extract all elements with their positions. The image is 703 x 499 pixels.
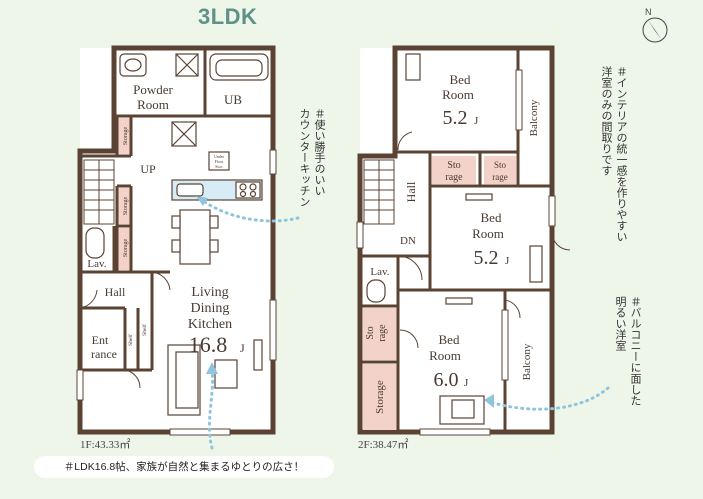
floor1-area: 1F:43.33㎡ [80,439,131,451]
f2-lav-label: Lav. [370,266,389,278]
f2-storage-a-fill [432,156,476,184]
kitchen-note: ＃使い勝手のいい カウンターキッチン [298,108,325,207]
pointer-arrows [196,196,494,408]
f2-balcony1-label: Balcony [528,99,540,136]
f2-bed1-label-2: Room [442,87,474,102]
f1-powder-room-label-2: Room [137,97,169,112]
f2-bed2-unit: J [505,255,510,267]
f2-bed3-unit: J [464,377,469,389]
f2-stairs [363,159,395,225]
f2-hall-label: Hall [404,181,418,202]
f1-entrance-label-2: rance [91,347,117,361]
f1-shelf-a-label: Shelf [127,334,134,346]
ldk-arrow [206,362,218,374]
f2-labels: Bed Room 5.2 J Balcony Sto rage Sto rage… [365,72,540,414]
f1-ldk-unit: J [240,341,245,355]
interior-note: ＃インテリアの統一感を作りやすい 洋室のみの間取りです [600,66,627,242]
f1-storage-b-label: Storage [123,196,129,215]
f1-storage-a-label: Storage [123,126,129,145]
f1-ldk-label-1: Living [191,285,228,300]
f1-storage-c-label: Storage [123,238,129,257]
f1-entrance-label-1: Ent [92,333,109,347]
kitchen-pointer [200,198,300,223]
pointer-lines [200,198,610,450]
f2-bed2-label-2: Room [472,226,504,241]
f1-lav-label: Lav. [87,258,106,270]
f1-fixtures [85,53,269,416]
f1-under-floor-label-3: Stor. [215,164,222,169]
f2-doors [397,131,571,349]
f2-bed1-label-1: Bed [450,72,471,87]
f2-bed1-unit: J [474,115,479,127]
ldk-note: ＃LDK16.8帖、家族が自然と集まるゆとりの広さ！ [34,456,334,478]
floor2-exterior-wall [357,45,555,435]
f2-fixtures [366,53,543,425]
f2-storage-d-fill [363,364,397,430]
floor1-interior-walls [80,48,273,372]
f2-windows [356,69,556,436]
f2-bed3-size: 6.0 [434,369,459,391]
f1-under-floor-label-1: Under [214,154,225,159]
f2-bed3-label-2: Room [429,348,461,363]
f1-ub-label: UB [224,92,242,107]
f2-storage-c-fill [363,308,397,360]
f2-storage-a-label-2: rage [445,172,463,183]
f1-labels: Powder Room UB Storage Storage Storage U… [87,82,245,361]
f1-ldk-label-2: Dining [191,301,230,316]
floor1-exterior-wall [77,45,276,435]
kitchen-arrow [196,196,208,206]
balcony-arrow [484,394,494,408]
f2-bed2-label-1: Bed [481,210,502,225]
f1-under-floor-label-2: Floor [215,159,224,164]
f1-storage-c-fill [117,228,131,270]
balcony-note: ＃バルコニーに面した 明るい洋室 [614,296,641,406]
f2-dn-label: DN [400,235,416,247]
compass-n-label: N [645,7,652,17]
f1-powder-room-label-1: Powder [133,82,173,97]
plan-title: 3LDK [198,4,258,29]
f1-shelf-b-label: Shelf [141,324,148,336]
f2-storage-a-label-1: Sto [447,160,460,171]
ldk-pointer [208,368,215,450]
f2-storage-d-label: Storage [374,380,386,414]
f1-up-label: UP [140,162,156,176]
f2-storage-b-fill [484,156,516,184]
f1-doors [79,271,171,389]
f1-hall-label: Hall [105,285,126,299]
f2-bed2-size: 5.2 [474,247,499,269]
f2-storage-c-label-1: Sto [365,326,376,339]
f2-bed3-label-1: Bed [439,332,460,347]
f2-balcony2-label: Balcony [521,343,533,380]
f2-storage-b-label-1: Sto [494,160,507,170]
f1-stairs [83,159,115,225]
f2-bed1-size: 5.2 [443,107,468,129]
floor2-area: 2F:38.47㎡ [358,439,409,451]
f1-ldk-size: 16.8 [189,332,228,357]
f1-storage-a-fill [117,118,131,154]
floor1-plan [76,45,277,436]
compass-icon: N [642,7,668,43]
balcony-pointer [488,386,610,411]
f2-storage-c-label-2: rage [377,324,388,342]
f1-ldk-label-3: Kitchen [188,317,232,332]
f1-storage-b-fill [117,188,131,224]
floor2-plan [356,45,571,436]
f1-windows [76,149,277,436]
f2-storage-b-label-2: rage [492,172,508,182]
